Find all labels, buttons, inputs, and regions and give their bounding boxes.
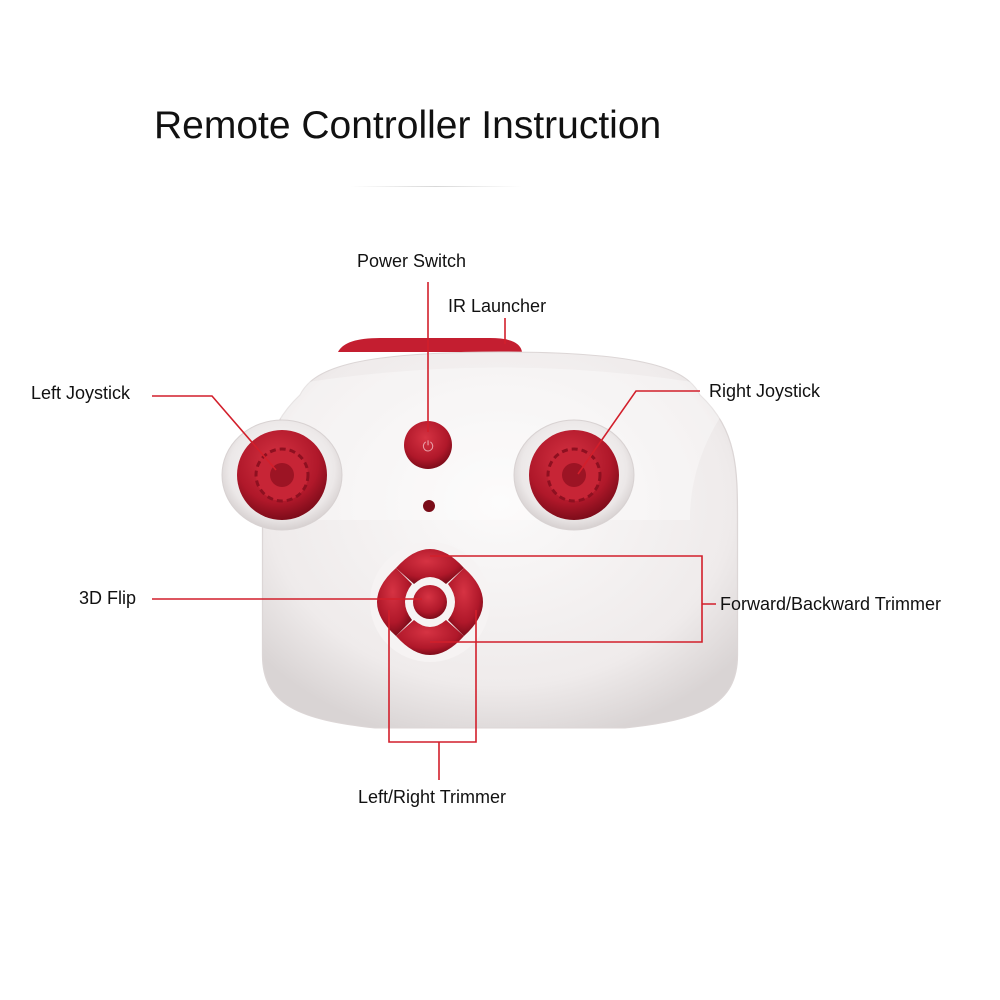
backward-trimmer-button[interactable] bbox=[396, 620, 464, 655]
title-divider bbox=[350, 186, 522, 187]
label-left-joystick: Left Joystick bbox=[31, 383, 131, 403]
forward-trimmer-button[interactable] bbox=[396, 549, 464, 584]
ir-launcher-strip bbox=[338, 338, 522, 352]
leader-right-joystick bbox=[577, 390, 700, 475]
indicator-led bbox=[423, 500, 435, 512]
left-joystick[interactable] bbox=[221, 419, 343, 531]
trimmer-dpad bbox=[370, 542, 490, 662]
leader-left-right bbox=[388, 610, 477, 780]
power-switch-button[interactable]: ⏻ bbox=[404, 421, 452, 469]
leader-forward-backward bbox=[430, 555, 716, 643]
label-power-switch: Power Switch bbox=[357, 251, 467, 271]
right-joystick[interactable] bbox=[513, 419, 635, 531]
left-trimmer-button[interactable] bbox=[377, 568, 412, 636]
label-3d-flip: 3D Flip bbox=[79, 588, 137, 608]
label-left-right-trimmer: Left/Right Trimmer bbox=[358, 787, 507, 807]
label-forward-backward-trimmer: Forward/Backward Trimmer bbox=[720, 594, 942, 614]
label-ir-launcher: IR Launcher bbox=[448, 296, 547, 316]
page-title: Remote Controller Instruction bbox=[154, 104, 662, 147]
flip-3d-button[interactable] bbox=[413, 585, 447, 619]
label-right-joystick: Right Joystick bbox=[709, 381, 821, 401]
right-trimmer-button[interactable] bbox=[448, 568, 483, 636]
leader-left-joystick bbox=[152, 395, 277, 471]
leader-lines bbox=[152, 282, 716, 780]
svg-text:⏻: ⏻ bbox=[422, 439, 433, 455]
